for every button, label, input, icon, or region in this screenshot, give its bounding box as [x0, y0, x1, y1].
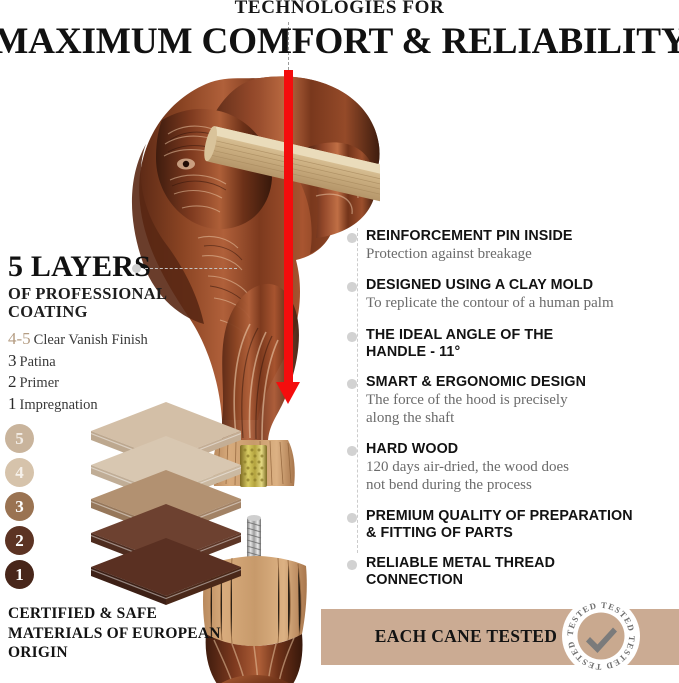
feature-title: REINFORCEMENT PIN INSIDE	[366, 228, 573, 244]
header-eyebrow: TECHNOLOGIES FOR	[234, 0, 445, 18]
tested-banner-label: EACH CANE TESTED	[374, 626, 558, 646]
layer-number: 1	[8, 393, 17, 413]
layer-badge-2: 2	[5, 526, 34, 555]
bullet-dot-icon	[347, 513, 357, 523]
layer-label: Impregnation	[19, 396, 98, 413]
certified-materials-note: CERTIFIED & SAFE MATERIALS OF EUROPEAN O…	[8, 605, 221, 661]
layer-badge-1: 1	[5, 560, 34, 589]
feature-title: THE IDEAL ANGLE OF THE HANDLE - 11°	[366, 327, 554, 360]
feature-description: To replicate the contour of a human palm	[366, 295, 614, 311]
tested-seal-badge: TESTED TESTED TESTED TESTED TESTED TESTE…	[557, 588, 641, 676]
feature-item: PREMIUM QUALITY OF PREPARATION & FITTING…	[347, 508, 678, 542]
layer-number: 3	[8, 350, 17, 370]
layer-badge-5: 5	[5, 424, 34, 453]
layer-badge-3: 3	[5, 492, 34, 521]
leader-dot-icon	[132, 264, 141, 273]
leader-dash	[145, 268, 237, 269]
layers-title: 5 LAYERS	[8, 250, 152, 283]
layers-leader-line	[132, 264, 237, 273]
feature-title: DESIGNED USING A CLAY MOLD	[366, 277, 594, 293]
check-icon	[586, 627, 617, 653]
feature-title: SMART & ERGONOMIC DESIGN	[366, 374, 587, 390]
layer-badge-4: 4	[5, 458, 34, 487]
red-arrow-shaft	[284, 70, 293, 385]
coating-layer-slab	[91, 538, 242, 605]
feature-description: Protection against breakage	[366, 246, 532, 262]
feature-item: HARD WOOD 120 days air-dried, the wood do…	[347, 441, 678, 494]
bullet-dot-icon	[347, 379, 357, 389]
layers-subtitle: OF PROFESSIONAL COATING	[8, 284, 167, 321]
feature-title: RELIABLE METAL THREAD CONNECTION	[366, 555, 556, 588]
cane-product-illustration	[110, 48, 380, 683]
feature-description: 120 days air-dried, the wood does not be…	[366, 459, 569, 493]
bullet-dot-icon	[347, 332, 357, 342]
layer-number: 2	[8, 372, 17, 391]
layer-label: Clear Vanish Finish	[33, 332, 148, 348]
layer-stack-diagram: 5 4 3 2 1	[5, 396, 242, 605]
feature-rail-dash	[356, 228, 358, 553]
feature-description: The force of the hood is precisely along…	[366, 392, 568, 426]
feature-item: THE IDEAL ANGLE OF THE HANDLE - 11°	[347, 327, 678, 361]
feature-item: DESIGNED USING A CLAY MOLD To replicate t…	[347, 277, 678, 313]
bullet-dot-icon	[347, 560, 357, 570]
layer-label: Primer	[19, 375, 59, 391]
feature-item: RELIABLE METAL THREAD CONNECTION	[347, 555, 678, 589]
page-title: MAXIMUM COMFORT & RELIABILITY	[0, 20, 679, 61]
bullet-dot-icon	[347, 282, 357, 292]
feature-item: SMART & ERGONOMIC DESIGN The force of the…	[347, 374, 678, 427]
bullet-dot-icon	[347, 446, 357, 456]
feature-title: HARD WOOD	[366, 441, 459, 457]
red-arrow-head	[276, 382, 300, 404]
layer-label: Patina	[19, 353, 56, 370]
feature-item: REINFORCEMENT PIN INSIDE Protection again…	[347, 228, 678, 264]
red-arrow-guide	[288, 22, 289, 70]
feature-title: PREMIUM QUALITY OF PREPARATION & FITTING…	[366, 508, 633, 541]
layer-number: 4-5	[8, 329, 31, 348]
bullet-dot-icon	[347, 233, 357, 243]
